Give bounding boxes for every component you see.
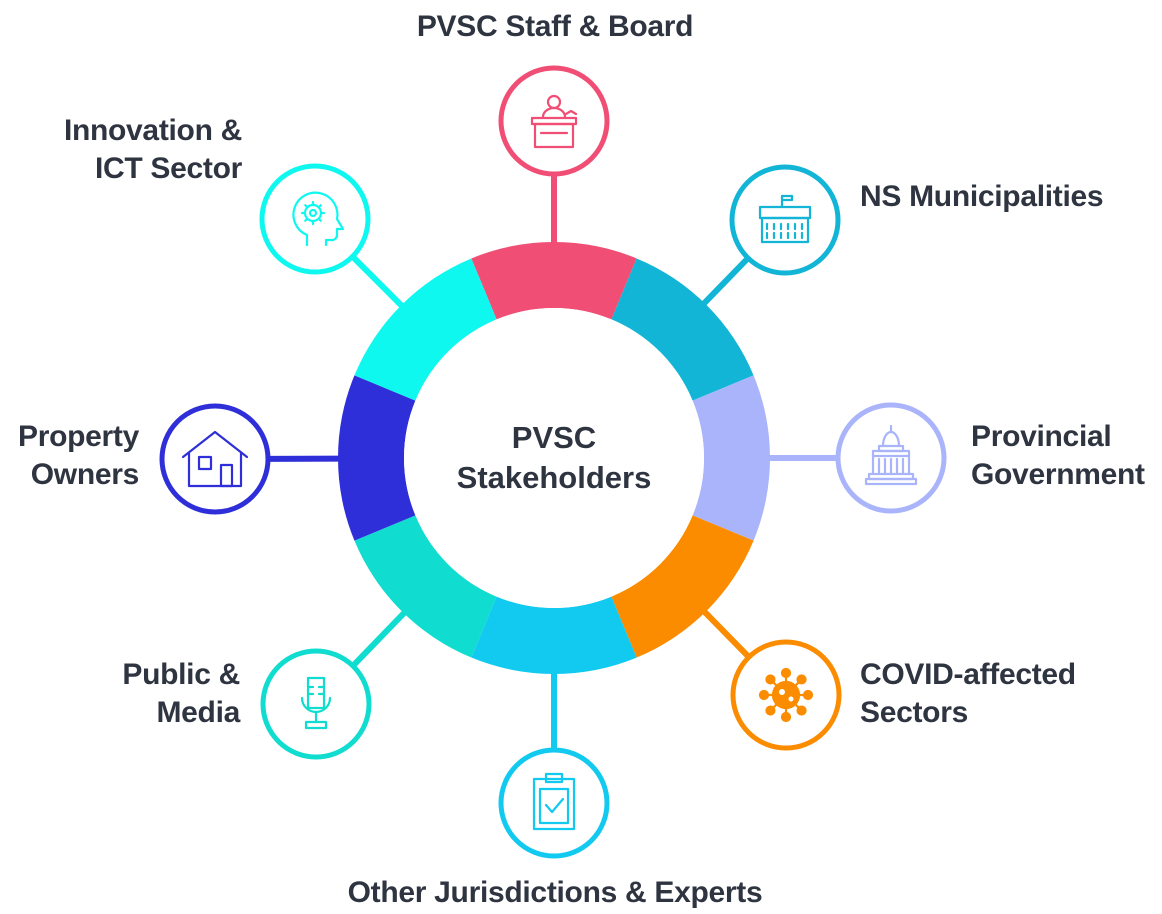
connector-public-media — [350, 608, 409, 668]
town-hall-icon — [758, 194, 812, 244]
label-staff-board: PVSC Staff & Board — [416, 10, 694, 43]
stakeholder-ring — [338, 242, 770, 674]
stakeholder-nodes — [159, 65, 947, 859]
connectors — [267, 174, 838, 750]
node-circle-municipalities — [729, 164, 841, 276]
node-circle-public-media — [260, 648, 372, 760]
connector-covid — [700, 607, 752, 660]
center-title-line1: PVSC — [511, 420, 597, 455]
presenter-icon — [530, 94, 578, 149]
ring-segment-provincial — [692, 375, 770, 541]
ring-center — [404, 308, 704, 608]
node-jurisdictions — [498, 747, 610, 859]
label-property-owners: Property Owners — [18, 420, 139, 491]
label-covid: COVID-affected Sectors — [860, 658, 1076, 729]
label-provincial: Provincial Government — [971, 420, 1145, 491]
node-circle-jurisdictions — [498, 747, 610, 859]
node-circle-innovation — [259, 163, 371, 275]
head-gear-icon — [292, 191, 345, 247]
ring-segment-covid — [611, 515, 754, 658]
connector-municipalities — [699, 255, 751, 308]
ring-segment-jurisdictions — [471, 596, 637, 674]
capitol-icon — [864, 424, 918, 486]
label-jurisdictions: Other Jurisdictions & Experts — [347, 876, 763, 909]
label-municipalities: NS Municipalities — [860, 180, 1104, 213]
ring-segment-municipalities — [611, 258, 754, 401]
clipboard-check-icon — [532, 772, 576, 831]
node-circle-property-owners — [159, 403, 271, 515]
center-title-line2: Stakeholders — [456, 460, 652, 495]
ring-segment-public-media — [354, 515, 497, 658]
label-public-media: Public & Media — [122, 658, 240, 729]
ring-segment-innovation — [354, 258, 497, 401]
node-circle-staff-board — [498, 65, 610, 177]
node-municipalities — [729, 164, 841, 276]
node-public-media — [260, 648, 372, 760]
node-property-owners — [159, 403, 271, 515]
node-covid — [730, 639, 842, 751]
connector-innovation — [350, 254, 407, 311]
node-staff-board — [498, 65, 610, 177]
virus-icon — [758, 667, 814, 723]
microphone-icon — [300, 676, 332, 730]
node-provincial — [835, 402, 947, 514]
ring-segment-staff-board — [471, 242, 637, 320]
center-title: PVSC Stakeholders — [404, 418, 704, 498]
node-innovation — [259, 163, 371, 275]
label-innovation: Innovation & ICT Sector — [63, 114, 242, 185]
house-icon — [181, 430, 249, 488]
ring-segment-property-owners — [338, 375, 416, 541]
